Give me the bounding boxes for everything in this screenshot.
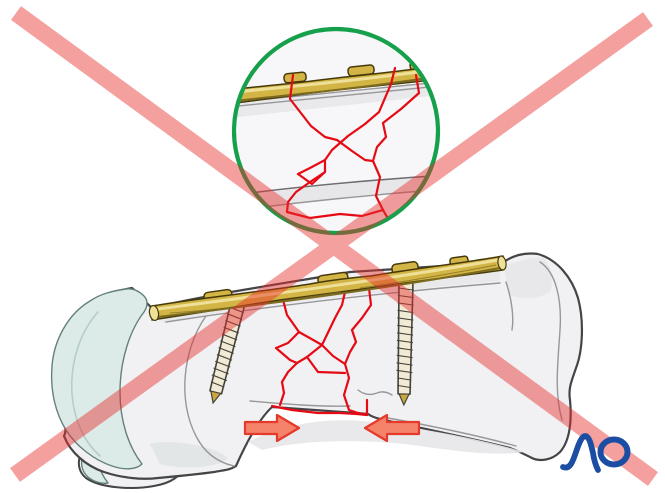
plate-end-right (497, 255, 507, 271)
inset-plate-bump-1 (283, 71, 307, 84)
base-inner-line (539, 261, 563, 421)
head-cartilage-inner-line (70, 311, 101, 457)
plate-shade (157, 267, 501, 318)
cross-stroke-descending (10, 6, 659, 486)
shaft-cortex-line (165, 282, 501, 323)
fracture-lines (270, 286, 373, 417)
ao-logo-letter-a (560, 433, 601, 473)
base-upper-shading (504, 257, 552, 299)
plate-highlight (156, 258, 500, 311)
screw-left-threads (210, 306, 245, 388)
plate-texture (169, 264, 497, 314)
inset-ring (231, 26, 441, 236)
squiggle-mark (357, 389, 393, 396)
bottom-cortex-line-right (387, 417, 517, 447)
screw-right-tip (398, 393, 410, 407)
screw-right (396, 279, 414, 407)
screw-left (209, 298, 247, 405)
plate-end-left (148, 304, 160, 322)
inset-plate-shade (234, 74, 438, 102)
inset-lower-band (234, 176, 438, 212)
screw-left-tip (210, 390, 222, 405)
cross-stroke-ascending (10, 12, 653, 482)
inset-upper-line-2 (234, 84, 438, 108)
prohibition-cross (10, 6, 659, 486)
ao-logo-letter-o (597, 436, 631, 468)
ao-logo (560, 433, 631, 473)
base-inner-branch (505, 281, 514, 331)
compression-arrow-right (363, 413, 421, 443)
head-shadow (150, 441, 228, 468)
head-shaft-boundary (184, 315, 235, 467)
compression-arrow-left (243, 413, 301, 443)
detail-inset (231, 26, 441, 236)
bridge-plate (148, 255, 507, 322)
head-cartilage (50, 288, 148, 470)
inset-content (234, 59, 438, 224)
bottom-cortex-line-left (249, 400, 351, 407)
inset-fracture-lines (285, 66, 421, 224)
screw-right-threads (396, 287, 414, 389)
